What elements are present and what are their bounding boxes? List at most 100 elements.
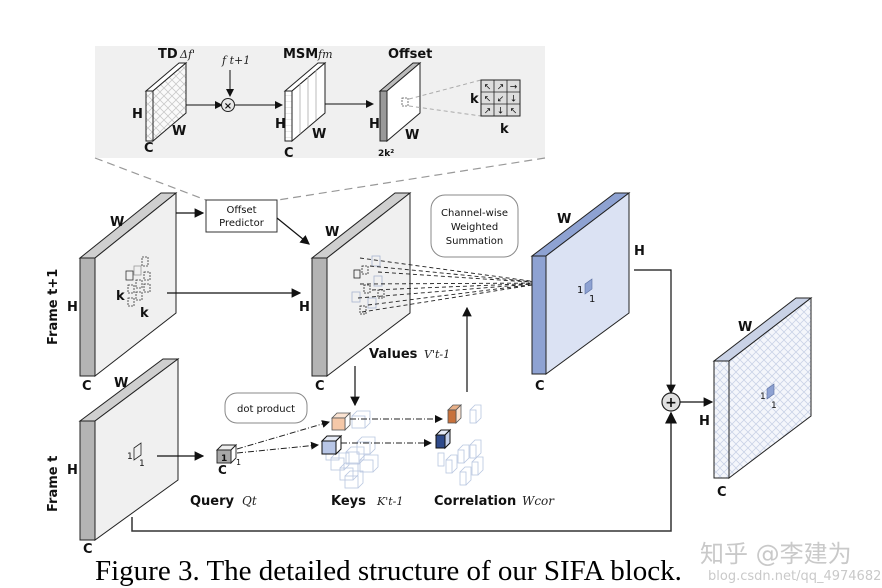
- offset-arrow-icon: ↓: [510, 95, 518, 105]
- plus-icon: +: [665, 395, 677, 411]
- query-to-key2-arrow: [236, 441, 319, 454]
- td-h-label: H: [132, 107, 143, 122]
- offset-arrow-icon: ↙: [497, 95, 505, 105]
- frame-t-w-label: W: [114, 376, 128, 391]
- result-block: [712, 296, 813, 480]
- query-symbol: Qt: [242, 494, 257, 508]
- frame-next-k-bottom: k: [140, 306, 149, 321]
- channel-wise-line3: Summation: [446, 236, 503, 247]
- dot-product-label: dot product: [237, 404, 295, 415]
- channel-wise-line1: Channel-wise: [441, 208, 508, 219]
- msm-feature-block: [283, 61, 327, 143]
- result-w-label: W: [738, 320, 752, 335]
- td-c-label: C: [144, 141, 154, 156]
- offset-w-label: W: [405, 128, 419, 143]
- predictor-to-values-arrow: [276, 217, 310, 245]
- values-c-label: C: [315, 379, 325, 394]
- watermark-zhihu: 知乎 @李建为: [700, 540, 852, 568]
- values-symbol: V't-1: [424, 348, 450, 361]
- output-to-add-arrow: [634, 269, 676, 395]
- corr-slice-orange: [447, 404, 462, 424]
- frame-next-h-label: H: [67, 300, 78, 315]
- keys-symbol: K't-1: [376, 495, 403, 508]
- key-cube-blue: [320, 434, 343, 456]
- offset-arrow-icon: ↗: [484, 107, 492, 117]
- output-c-label: C: [535, 379, 545, 394]
- frame-t-1-bottom: 1: [139, 459, 145, 469]
- output-w-label: W: [557, 212, 571, 227]
- frame-next-label: Frame t+1: [46, 269, 61, 345]
- msm-symbol: fm: [317, 48, 333, 61]
- corr-slice-blue: [434, 428, 452, 450]
- query-1-side: 1: [236, 458, 241, 467]
- aligned-output-block: [530, 191, 631, 375]
- output-1-bottom: 1: [589, 294, 595, 305]
- zoom-guide-left: [94, 157, 207, 201]
- offset-zoom-line-bottom: [408, 105, 482, 117]
- correlation-symbol: Wcor: [522, 494, 555, 508]
- channel-wise-summation-box: [430, 194, 519, 258]
- offset-arrow-icon: ↖: [484, 83, 492, 93]
- query-1-inner: 1: [221, 454, 227, 464]
- values-w-label: W: [325, 225, 339, 240]
- frame-t-h-label: H: [67, 463, 78, 478]
- watermark-csdn: blog.csdn.net/qq_49746822: [708, 569, 882, 584]
- offset-arrow-icon: ↗: [497, 83, 505, 93]
- weighted-sum-lines: [357, 257, 546, 313]
- correlation-label: Correlation: [434, 494, 516, 509]
- td-feature-block: [144, 61, 188, 143]
- keys-label: Keys: [331, 494, 366, 509]
- query-to-key1-arrow: [236, 420, 330, 450]
- msm-c-label: C: [284, 146, 294, 161]
- frame-t-1-left: 1: [127, 452, 133, 462]
- output-1-left: 1: [577, 285, 583, 296]
- frame-t-block: [78, 358, 180, 541]
- correlation-slices: [437, 404, 484, 486]
- residual-connection-arrow: [131, 411, 677, 532]
- f-next-symbol: f t+1: [221, 54, 250, 67]
- frame-next-k-left: k: [116, 289, 125, 304]
- td-w-label: W: [172, 124, 186, 139]
- td-label: TD: [158, 47, 178, 62]
- output-h-label: H: [634, 244, 645, 259]
- msm-h-label: H: [275, 117, 286, 132]
- frame-next-block: [78, 191, 178, 378]
- offset-arrow-icon: →: [510, 83, 518, 93]
- offset-grid: ↖ ↗ → ↖ ↙ ↓ ↗ ↓ ↖: [480, 79, 521, 117]
- result-h-label: H: [699, 414, 710, 429]
- offset-arrow-icon: ↓: [497, 107, 505, 117]
- td-symbol: Δf': [179, 48, 195, 61]
- result-1-bottom: 1: [771, 401, 777, 411]
- offset-label: Offset: [388, 47, 432, 62]
- frame-next-c-label: C: [82, 379, 92, 394]
- multiply-icon: ×: [224, 101, 232, 112]
- msm-label: MSM: [283, 47, 318, 62]
- offset-arrow-icon: ↖: [510, 107, 518, 117]
- key-cube-orange: [331, 412, 351, 431]
- grid-k-bottom-label: k: [500, 122, 509, 137]
- offset-predictor-line1: Offset: [226, 205, 256, 216]
- frame-next-w-label: W: [110, 215, 124, 230]
- frame-t-label: Frame t: [46, 456, 61, 512]
- multiply-node: [221, 98, 235, 112]
- offset-arrow-icon: ↖: [484, 95, 492, 105]
- channel-wise-line2: Weighted: [451, 222, 498, 233]
- values-block: [310, 191, 412, 378]
- zoom-guide-right: [277, 157, 546, 201]
- offset-block: [378, 61, 422, 143]
- dot-product-box: [224, 392, 308, 424]
- offset-predictor-line2: Predictor: [219, 218, 265, 229]
- result-c-label: C: [717, 485, 727, 500]
- query-cube: [215, 443, 238, 465]
- grid-k-left-label: k: [470, 92, 479, 107]
- offset-h-label: H: [369, 117, 380, 132]
- offset-detail-panel: TD Δf' H W C × f t+1 MSM fm H W C: [94, 46, 546, 201]
- offset-zoom-line-top: [408, 79, 482, 100]
- values-h-label: H: [299, 300, 310, 315]
- offset-2k2-label: 2k²: [378, 149, 394, 159]
- keys-cubes: [325, 410, 379, 489]
- query-label: Query: [190, 494, 235, 509]
- figure-caption: Figure 3. The detailed structure of our …: [95, 555, 682, 587]
- query-c-label: C: [218, 463, 227, 477]
